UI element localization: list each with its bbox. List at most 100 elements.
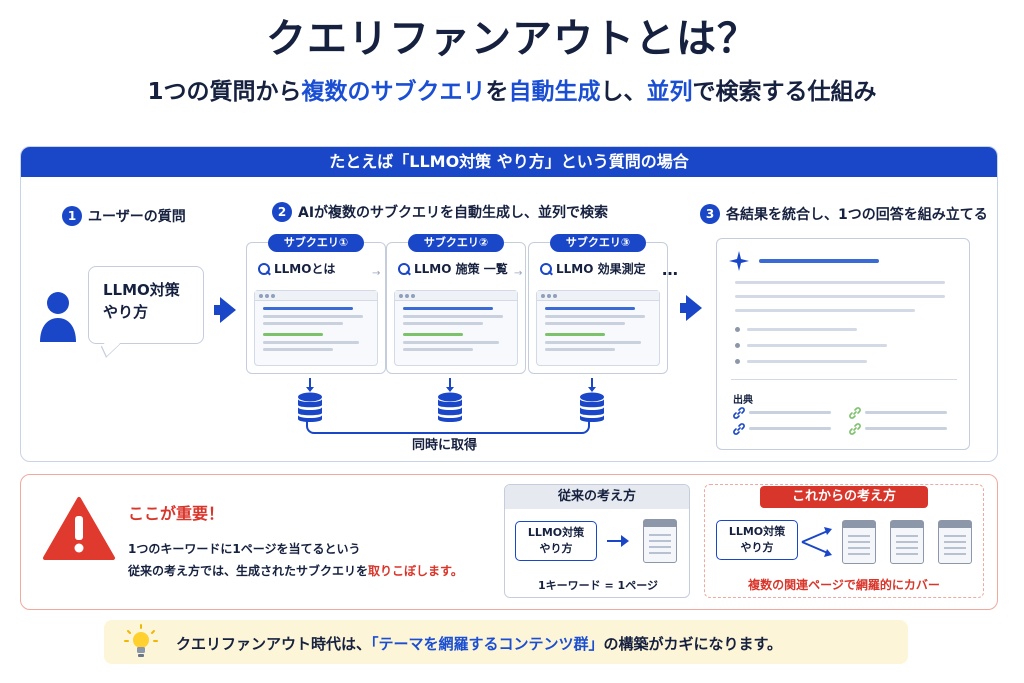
page-icon bbox=[890, 520, 924, 564]
keyword-line-2: やり方 bbox=[539, 542, 573, 555]
ellipsis: … bbox=[662, 260, 678, 279]
search-icon bbox=[398, 262, 410, 275]
page-icon bbox=[938, 520, 972, 564]
subquery-card-2: サブクエリ② LLMO 施策 一覧 bbox=[386, 234, 526, 374]
result-line bbox=[263, 333, 323, 336]
down-arrow-icon bbox=[446, 378, 454, 392]
arrow-right-icon bbox=[220, 297, 236, 323]
answer-line bbox=[735, 309, 915, 312]
subquery-text: LLMO 効果測定 bbox=[540, 260, 646, 277]
new-keyword-box: LLMO対策 やり方 bbox=[716, 520, 798, 560]
link-icon bbox=[733, 407, 745, 419]
result-line bbox=[545, 348, 615, 351]
subquery-label: LLMO 施策 一覧 bbox=[414, 262, 508, 276]
answer-heading-line bbox=[759, 259, 879, 263]
simultaneous-label: 同時に取得 bbox=[408, 434, 482, 453]
subtitle-wrap: 1つの質問から複数のサブクエリを自動生成し、並列で検索する仕組み bbox=[0, 72, 1024, 110]
branch-arrows-icon bbox=[801, 527, 832, 557]
arrow-stem bbox=[607, 540, 623, 542]
bullet-dot bbox=[735, 343, 740, 348]
result-line bbox=[263, 322, 343, 325]
subtitle-highlight: 並列 bbox=[646, 79, 693, 105]
result-line bbox=[403, 322, 483, 325]
source-line bbox=[749, 411, 831, 414]
page-icon bbox=[643, 519, 677, 563]
arrow-stem bbox=[680, 303, 688, 313]
important-line-2-red: 取りこぼします。 bbox=[368, 564, 463, 578]
subtitle-highlight: 複数のサブクエリ bbox=[301, 79, 486, 105]
database-icon bbox=[438, 392, 462, 422]
old-approach-header: 従来の考え方 bbox=[505, 485, 689, 509]
step-number: 2 bbox=[272, 202, 292, 222]
subquery-label: LLMOとは bbox=[274, 262, 336, 276]
result-line bbox=[403, 341, 499, 344]
old-keyword-box: LLMO対策 やり方 bbox=[515, 521, 597, 561]
step-1: 1 ユーザーの質問 bbox=[62, 206, 186, 226]
down-arrow-icon bbox=[306, 378, 314, 392]
warning-icon bbox=[43, 497, 115, 560]
step-label: AIが複数のサブクエリを自動生成し、並列で検索 bbox=[298, 205, 609, 221]
bullet-dot bbox=[735, 359, 740, 364]
subquery-card-1: サブクエリ① LLMOとは bbox=[246, 234, 386, 374]
source-line bbox=[749, 427, 831, 430]
subquery-tag: サブクエリ② bbox=[408, 234, 504, 252]
subtitle-part: 1つの質問から bbox=[147, 79, 302, 105]
arrow-right-icon bbox=[686, 295, 702, 321]
bottom-message: クエリファンアウト時代は、「テーマを網羅するコンテンツ群」の構築がカギになります… bbox=[176, 633, 782, 654]
answer-line bbox=[735, 295, 945, 298]
result-line bbox=[545, 307, 635, 310]
result-line bbox=[263, 341, 359, 344]
new-approach-header: これからの考え方 bbox=[760, 486, 928, 508]
subquery-tag: サブクエリ③ bbox=[550, 234, 646, 252]
result-line bbox=[545, 322, 625, 325]
user-icon bbox=[40, 292, 76, 342]
subtitle-part: で検索する仕組み bbox=[692, 79, 877, 105]
answer-line bbox=[747, 328, 857, 331]
question-line-2: やり方 bbox=[103, 303, 149, 321]
source-line bbox=[865, 411, 947, 414]
example-header: たとえば「LLMO対策 やり方」という質問の場合 bbox=[21, 147, 997, 177]
bottom-banner bbox=[104, 620, 908, 664]
important-text: 1つのキーワードに1ページを当てるという 従来の考え方では、生成されたサブクエリ… bbox=[128, 538, 463, 582]
connector-arrow-icon: → bbox=[514, 268, 523, 279]
answer-line bbox=[735, 281, 945, 284]
bullet-dot bbox=[735, 327, 740, 332]
bottom-message-highlight: 「テーマを網羅するコンテンツ群」 bbox=[371, 635, 604, 653]
bottom-message-post: の構築がカギになります。 bbox=[603, 635, 783, 653]
old-approach-box: 従来の考え方 LLMO対策 やり方 1キーワード = 1ページ bbox=[504, 484, 690, 598]
result-line bbox=[263, 307, 353, 310]
user-question-bubble: LLMO対策 やり方 bbox=[88, 266, 204, 344]
important-line-2-text: 従来の考え方では、生成されたサブクエリを bbox=[128, 564, 369, 578]
page-icon bbox=[842, 520, 876, 564]
answer-line bbox=[747, 344, 887, 347]
sparkle-icon bbox=[729, 251, 749, 271]
step-number: 3 bbox=[700, 204, 720, 224]
subquery-card-3: サブクエリ③ LLMO 効果測定 bbox=[528, 234, 668, 374]
important-line-2: 従来の考え方では、生成されたサブクエリを取りこぼします。 bbox=[128, 560, 463, 582]
result-line bbox=[263, 315, 363, 318]
search-result-window bbox=[536, 290, 660, 366]
search-result-window bbox=[254, 290, 378, 366]
step-number: 1 bbox=[62, 206, 82, 226]
important-title: ここが重要！ bbox=[128, 504, 225, 523]
answer-line bbox=[747, 360, 867, 363]
subquery-text: LLMOとは bbox=[258, 260, 335, 277]
search-icon bbox=[258, 262, 270, 275]
source-line bbox=[865, 427, 947, 430]
subtitle: 1つの質問から複数のサブクエリを自動生成し、並列で検索する仕組み bbox=[139, 72, 885, 110]
result-line bbox=[545, 341, 641, 344]
search-icon bbox=[540, 262, 552, 275]
subquery-text: LLMO 施策 一覧 bbox=[398, 260, 508, 277]
search-result-window bbox=[394, 290, 518, 366]
old-approach-caption: 1キーワード = 1ページ bbox=[538, 579, 658, 592]
question-line-1: LLMO対策 bbox=[103, 281, 180, 299]
keyword-line-2: やり方 bbox=[740, 541, 774, 554]
window-bar bbox=[395, 291, 517, 301]
subquery-label: LLMO 効果測定 bbox=[556, 262, 646, 276]
arrow-right-icon bbox=[621, 535, 629, 547]
keyword-line-1: LLMO対策 bbox=[728, 525, 786, 538]
result-line bbox=[545, 315, 645, 318]
subtitle-part: し、 bbox=[600, 79, 647, 105]
step-3: 3 各結果を統合し、1つの回答を組み立てる bbox=[700, 204, 988, 224]
link-icon bbox=[849, 423, 861, 435]
